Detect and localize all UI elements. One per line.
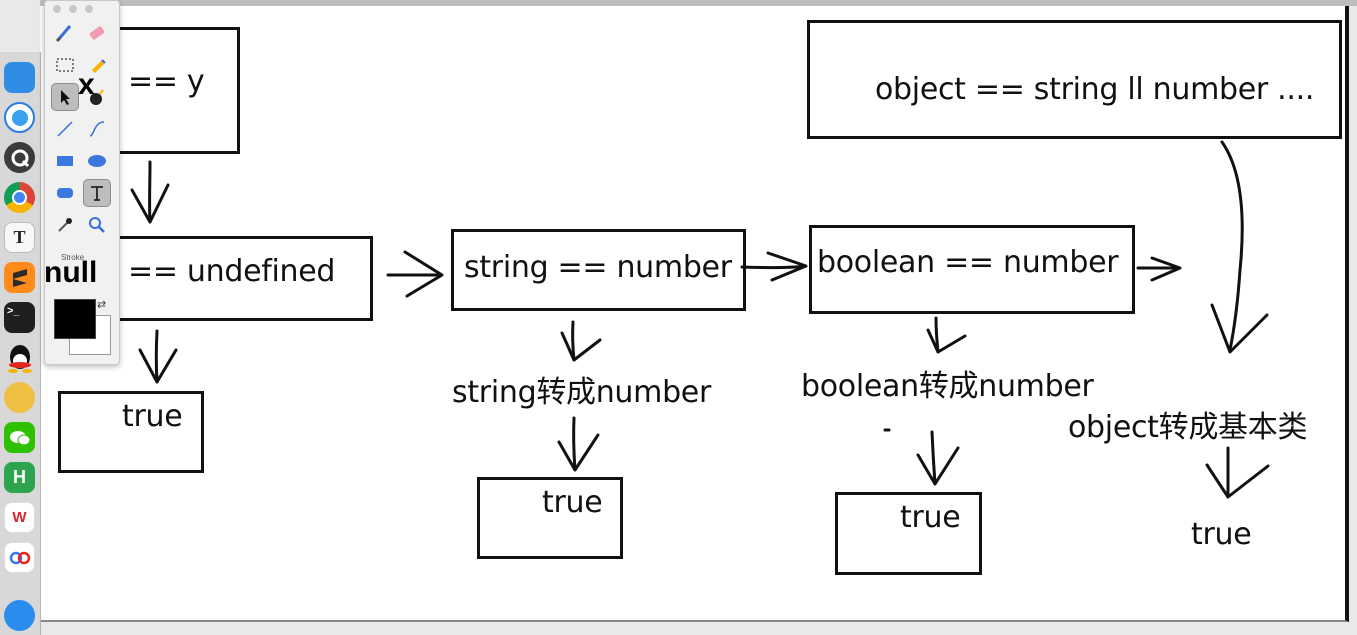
safari-icon[interactable] xyxy=(4,102,35,133)
palette-zoom-button[interactable] xyxy=(85,5,93,13)
string-note-text: string转成number xyxy=(452,375,712,410)
stroke-label: Stroke xyxy=(61,253,85,262)
chrome-icon[interactable] xyxy=(4,182,35,213)
terminal-icon[interactable]: >_ xyxy=(4,302,35,333)
arrow-string-to-note xyxy=(560,320,602,362)
tool-palette: Stroke ⇄ xyxy=(44,0,120,365)
hbuilder-icon[interactable]: H xyxy=(4,462,35,493)
boolean-number-text: boolean == number xyxy=(817,245,1119,280)
pointer-select-icon[interactable] xyxy=(51,83,79,111)
qq-icon[interactable] xyxy=(4,342,35,373)
ellipse-icon[interactable] xyxy=(83,147,111,175)
arrow-string-to-boolean xyxy=(740,251,808,282)
marquee-select-icon[interactable] xyxy=(51,51,79,79)
text-icon[interactable] xyxy=(83,179,111,207)
string-number-box xyxy=(451,229,746,311)
object-box-text: object == string ll number .... xyxy=(875,72,1315,107)
feishu-icon[interactable] xyxy=(4,600,35,631)
object-note-text: object转成基本类 xyxy=(1068,410,1308,445)
quicktime-icon[interactable] xyxy=(4,142,35,173)
true-text-4: true xyxy=(1191,517,1252,552)
true-box-2 xyxy=(477,477,623,559)
boolean-number-box xyxy=(809,225,1135,314)
arrow-null-to-string xyxy=(386,250,444,298)
arrow-xy-to-null xyxy=(130,160,170,224)
yunbi-icon[interactable] xyxy=(4,382,35,413)
eyedropper-icon[interactable] xyxy=(51,211,79,239)
arrow-string-note-to-true xyxy=(557,416,600,472)
x-equals-y-text: == y xyxy=(128,64,205,99)
object-box xyxy=(807,20,1342,139)
null-label: null xyxy=(44,256,98,289)
rounded-rectangle-icon[interactable] xyxy=(51,179,79,207)
arrow-object-down xyxy=(1210,140,1269,354)
wps-icon[interactable]: W xyxy=(4,502,35,533)
canvas-top-edge xyxy=(40,0,1357,6)
stroke-color-well[interactable] xyxy=(54,299,96,339)
arrow-boolean-to-next xyxy=(1136,256,1182,282)
true-box-3 xyxy=(835,492,982,575)
palette-minimize-button[interactable] xyxy=(69,5,77,13)
swap-colors-icon[interactable]: ⇄ xyxy=(97,299,107,311)
brush-icon[interactable] xyxy=(51,19,79,47)
finder-icon[interactable] xyxy=(4,62,35,93)
x-label: x xyxy=(78,68,95,101)
null-undefined-text: == undefined xyxy=(128,254,336,289)
boolean-note-text: boolean转成number xyxy=(801,369,1094,404)
typora-icon[interactable]: T xyxy=(4,222,35,253)
sublime-text-icon[interactable] xyxy=(4,262,35,293)
arrow-boolean-to-note xyxy=(926,316,967,354)
magnifier-icon[interactable] xyxy=(83,211,111,239)
true-text-3: true xyxy=(900,500,961,535)
eraser-icon[interactable] xyxy=(83,19,111,47)
arrow-null-to-true xyxy=(138,329,178,384)
bomb-clear-icon[interactable] xyxy=(83,83,111,111)
true-text-1: true xyxy=(122,399,183,434)
line-icon[interactable] xyxy=(51,115,79,143)
string-number-text: string == number xyxy=(464,250,732,285)
rectangle-icon[interactable] xyxy=(51,147,79,175)
baidu-netdisk-icon[interactable] xyxy=(4,542,35,573)
arrow-object-note-to-true xyxy=(1205,446,1270,499)
arrow-boolean-note-to-true xyxy=(916,430,960,486)
true-box-1 xyxy=(58,391,204,473)
palette-close-button[interactable] xyxy=(53,5,61,13)
wechat-icon[interactable] xyxy=(4,422,35,453)
curve-icon[interactable] xyxy=(83,115,111,143)
lasso-select-icon[interactable] xyxy=(83,51,111,79)
dock: T >_ H W xyxy=(0,52,41,635)
true-text-2: true xyxy=(542,485,603,520)
